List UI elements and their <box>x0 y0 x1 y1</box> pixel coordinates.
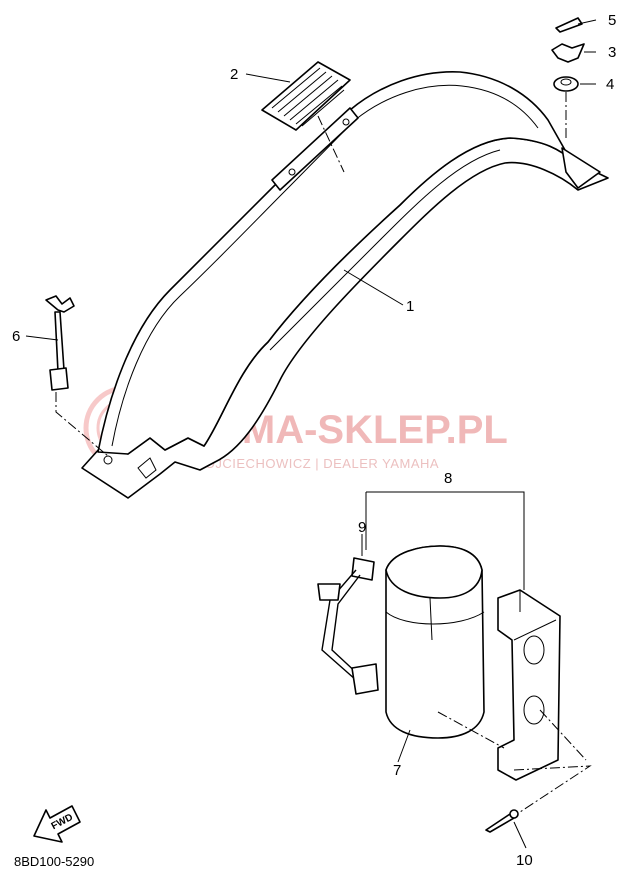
callout-6: 6 <box>12 328 20 345</box>
callout-7: 7 <box>393 762 401 779</box>
bracket <box>497 589 561 781</box>
watermark-sub-text: WOJCIECHOWICZ | DEALER YAMAHA <box>192 456 439 471</box>
callout-2: 2 <box>230 66 238 83</box>
bolt-part-6 <box>45 295 75 391</box>
callout-8: 8 <box>444 470 452 487</box>
pin-part-5 <box>555 17 583 33</box>
callout-5: 5 <box>608 12 616 29</box>
wing-nut-part-3 <box>551 43 585 63</box>
canister-part-7 <box>385 545 485 739</box>
leader-lines <box>25 19 597 849</box>
callout-9: 9 <box>358 519 366 536</box>
strap-part-9 <box>317 557 379 695</box>
callout-3: 3 <box>608 44 616 61</box>
label-part-2 <box>261 61 351 131</box>
callout-numbers: 1 2 3 4 5 6 7 8 9 10 <box>12 12 616 869</box>
fender-part-1 <box>81 71 609 499</box>
callout-10: 10 <box>516 852 533 869</box>
screw-part-10 <box>485 809 519 833</box>
callout-1: 1 <box>406 298 414 315</box>
diagram-code: 8BD100-5290 <box>14 854 94 869</box>
callout-4: 4 <box>606 76 614 93</box>
assembly-lines <box>55 92 592 813</box>
fwd-arrow: FWD <box>33 805 81 843</box>
grommet-part-4 <box>553 76 579 92</box>
